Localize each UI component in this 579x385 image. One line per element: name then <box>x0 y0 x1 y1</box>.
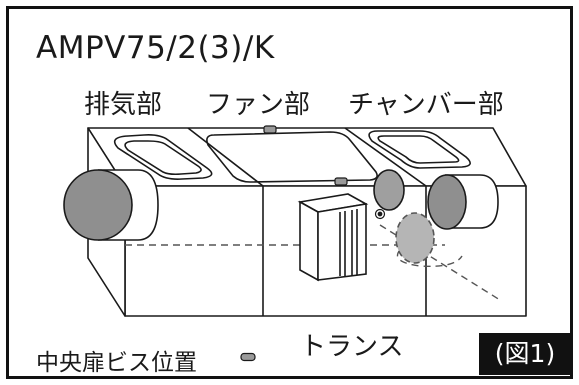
transformer-label: トランス <box>300 332 404 362</box>
transformer-side <box>317 203 367 281</box>
transformer-slot-1 <box>339 211 346 276</box>
figure-number-badge: (図1) <box>479 333 571 375</box>
exhaust-duct-opening <box>63 169 133 241</box>
screw-mark-top <box>263 125 277 134</box>
top-opening-fan <box>206 131 378 183</box>
section-label-fan: ファン部 <box>206 90 311 120</box>
section-label-chamber: チャンバー部 <box>348 90 504 120</box>
chamber-rear-duct <box>373 169 405 211</box>
top-opening-exhaust-inner <box>124 140 202 176</box>
screw-legend-label: 中央扉ビス位置 <box>36 350 197 376</box>
transformer-slot-2 <box>351 209 358 276</box>
chamber-duct-opening <box>427 174 467 230</box>
screw-legend-icon <box>240 352 256 362</box>
section-label-exhaust: 排気部 <box>84 90 163 120</box>
top-opening-chamber-inner <box>377 135 460 164</box>
divider-fan-chamber <box>344 127 427 316</box>
model-title: AMPV75/2(3)/K <box>36 30 275 66</box>
top-opening-chamber <box>368 130 471 169</box>
divider-exhaust-fan <box>187 127 264 316</box>
screw-mark-fan <box>334 177 348 186</box>
top-opening-exhaust <box>113 134 213 180</box>
hidden-duct <box>395 212 435 264</box>
transformer-front <box>299 200 319 282</box>
hidden-duct-outline <box>396 249 463 267</box>
